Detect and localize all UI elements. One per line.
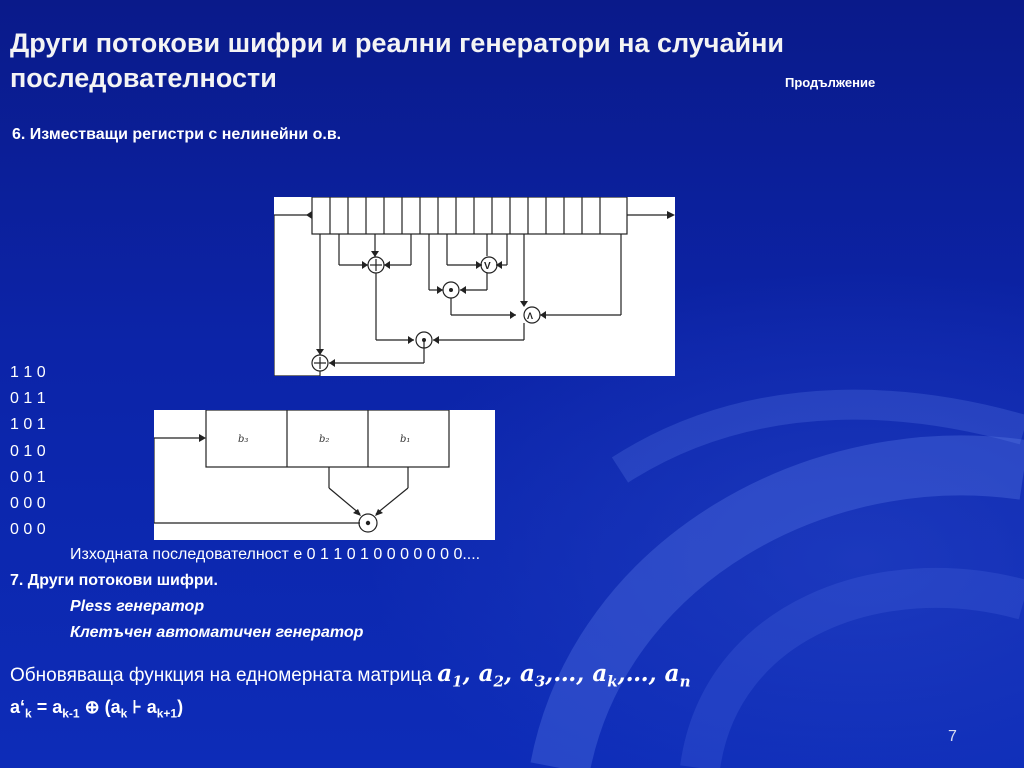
nlfsr-diagram: V Λ (274, 197, 675, 376)
section-6-heading: 6. Изместващи регистри с нелинейни о.в. (12, 126, 342, 143)
section-7-heading: 7. Други потокови шифри. (10, 572, 218, 589)
pless-generator-item: Pless генератор (70, 598, 205, 615)
output-sequence-text: Изходната последователност е 0 1 1 0 1 0… (70, 546, 481, 563)
nlfsr-diagram-svg: V Λ (274, 197, 675, 376)
cellular-automaton-generator-item: Клетъчен автоматичен генератор (70, 624, 364, 641)
update-function-line: Обновяваща функция на едномерната матриц… (10, 660, 690, 691)
three-bit-register-diagram: b₃ b₂ b₁ (154, 410, 495, 540)
state-row: 0 0 0 (10, 494, 46, 512)
state-row: 0 0 0 (10, 521, 46, 539)
state-row: 0 0 1 (10, 468, 46, 486)
update-function-text: Обновяваща функция на едномерната матриц… (10, 665, 432, 686)
page-number: 7 (948, 728, 957, 745)
state-sequence-list: 1 1 0 0 1 1 1 0 1 0 1 0 0 0 1 0 0 0 0 0 … (10, 360, 46, 543)
register-cell-b2: b₂ (319, 434, 329, 445)
and-gate-label: Λ (527, 311, 533, 321)
array-sequence-formula: a1, a2, a3,…, ak,…, an (437, 660, 691, 691)
continuation-label: Продължение (785, 75, 876, 90)
register-cell-b3: b₃ (238, 434, 248, 445)
update-rule-formula: a‘k = ak-1 ⊕ (ak ⊦ ak+1) (10, 697, 184, 721)
state-row: 1 1 0 (10, 364, 46, 381)
register-cell-b1: b₁ (400, 434, 410, 445)
state-row: 1 0 1 (10, 416, 46, 434)
three-bit-register-svg: b₃ b₂ b₁ (154, 410, 450, 533)
state-row: 0 1 1 (10, 390, 46, 408)
state-row: 0 1 0 (10, 442, 46, 460)
slide-title: Други потокови шифри и реални генератори… (10, 28, 784, 93)
or-gate-label: V (484, 261, 491, 272)
